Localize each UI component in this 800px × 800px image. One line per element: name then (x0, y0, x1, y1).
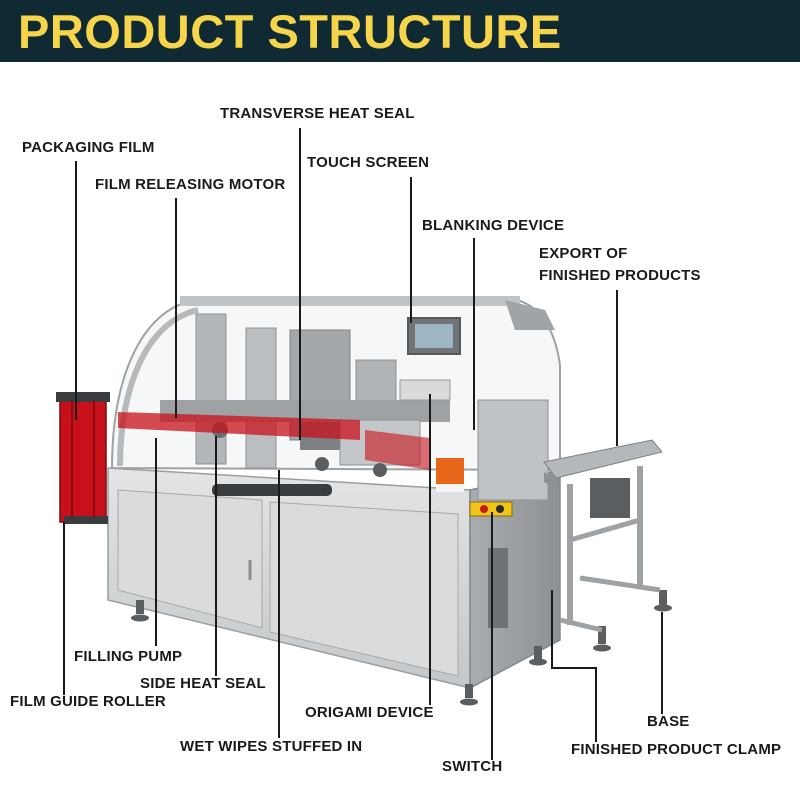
label-finished-product-clamp: FINISHED PRODUCT CLAMP (571, 741, 782, 758)
label-switch: SWITCH (442, 758, 503, 775)
label-touch-screen: TOUCH SCREEN (307, 154, 430, 171)
machine-cabinet (107, 467, 561, 690)
label-film-releasing-motor: FILM RELEASING MOTOR (95, 176, 286, 193)
title-banner: PRODUCT STRUCTURE (0, 0, 800, 62)
film-roll (56, 392, 110, 524)
discharge-conveyor (543, 439, 663, 633)
label-side-heat-seal: SIDE HEAT SEAL (140, 675, 266, 692)
label-export-line2: FINISHED PRODUCTS (539, 267, 701, 284)
label-wet-wipes-stuffed-in: WET WIPES STUFFED IN (180, 738, 363, 755)
label-transverse-heat-seal: TRANSVERSE HEAT SEAL (220, 105, 415, 122)
label-packaging-film: PACKAGING FILM (22, 139, 155, 156)
label-export-line1: EXPORT OF (539, 245, 628, 262)
side-panel (436, 399, 549, 517)
label-base: BASE (647, 713, 690, 730)
label-blanking-device: BLANKING DEVICE (422, 217, 565, 234)
label-origami-device: ORIGAMI DEVICE (305, 704, 434, 721)
machine-illustration (56, 296, 672, 706)
page-title: PRODUCT STRUCTURE (18, 5, 562, 58)
label-film-guide-roller: FILM GUIDE ROLLER (10, 693, 166, 710)
label-filling-pump: FILLING PUMP (74, 648, 183, 665)
machine-feet (131, 590, 672, 706)
